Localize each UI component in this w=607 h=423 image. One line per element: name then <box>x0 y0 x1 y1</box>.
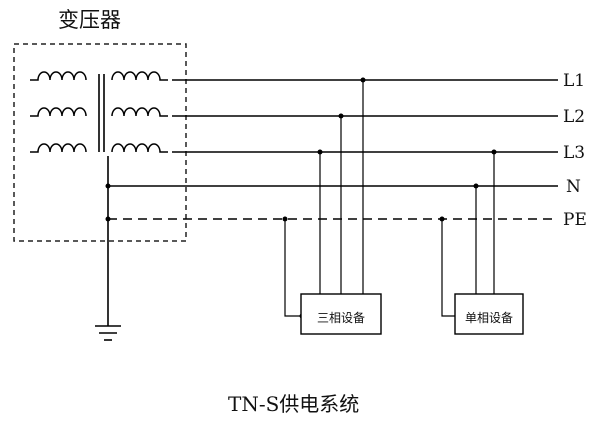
line-label-pe: PE <box>563 210 587 230</box>
junction-pe-neutral <box>105 216 111 222</box>
transformer-enclosure <box>13 43 187 242</box>
single-phase-device-label: 单相设备 <box>465 311 513 325</box>
three-phase-device-box <box>300 293 382 335</box>
primary-coil-2 <box>30 107 87 117</box>
diagram-caption: TN-S供电系统 <box>228 392 359 416</box>
three-phase-connections <box>282 77 366 319</box>
primary-coil-1 <box>30 71 87 81</box>
three-phase-device-label: 三相设备 <box>317 311 365 325</box>
transformer-title: 变压器 <box>58 8 121 32</box>
secondary-coil-2 <box>111 107 168 117</box>
primary-coil-3 <box>30 143 87 153</box>
junction-n-neutral <box>105 183 111 189</box>
line-label-n: N <box>566 177 581 197</box>
line-label-l1: L1 <box>563 71 585 91</box>
single-phase-device-box <box>454 293 524 335</box>
secondary-coil-3 <box>111 143 168 153</box>
transformer-coils <box>30 71 168 153</box>
secondary-coil-1 <box>111 71 168 81</box>
line-label-l2: L2 <box>563 107 585 127</box>
single-phase-connections <box>439 149 497 319</box>
line-label-l3: L3 <box>563 143 585 163</box>
ground-symbol <box>95 325 121 341</box>
